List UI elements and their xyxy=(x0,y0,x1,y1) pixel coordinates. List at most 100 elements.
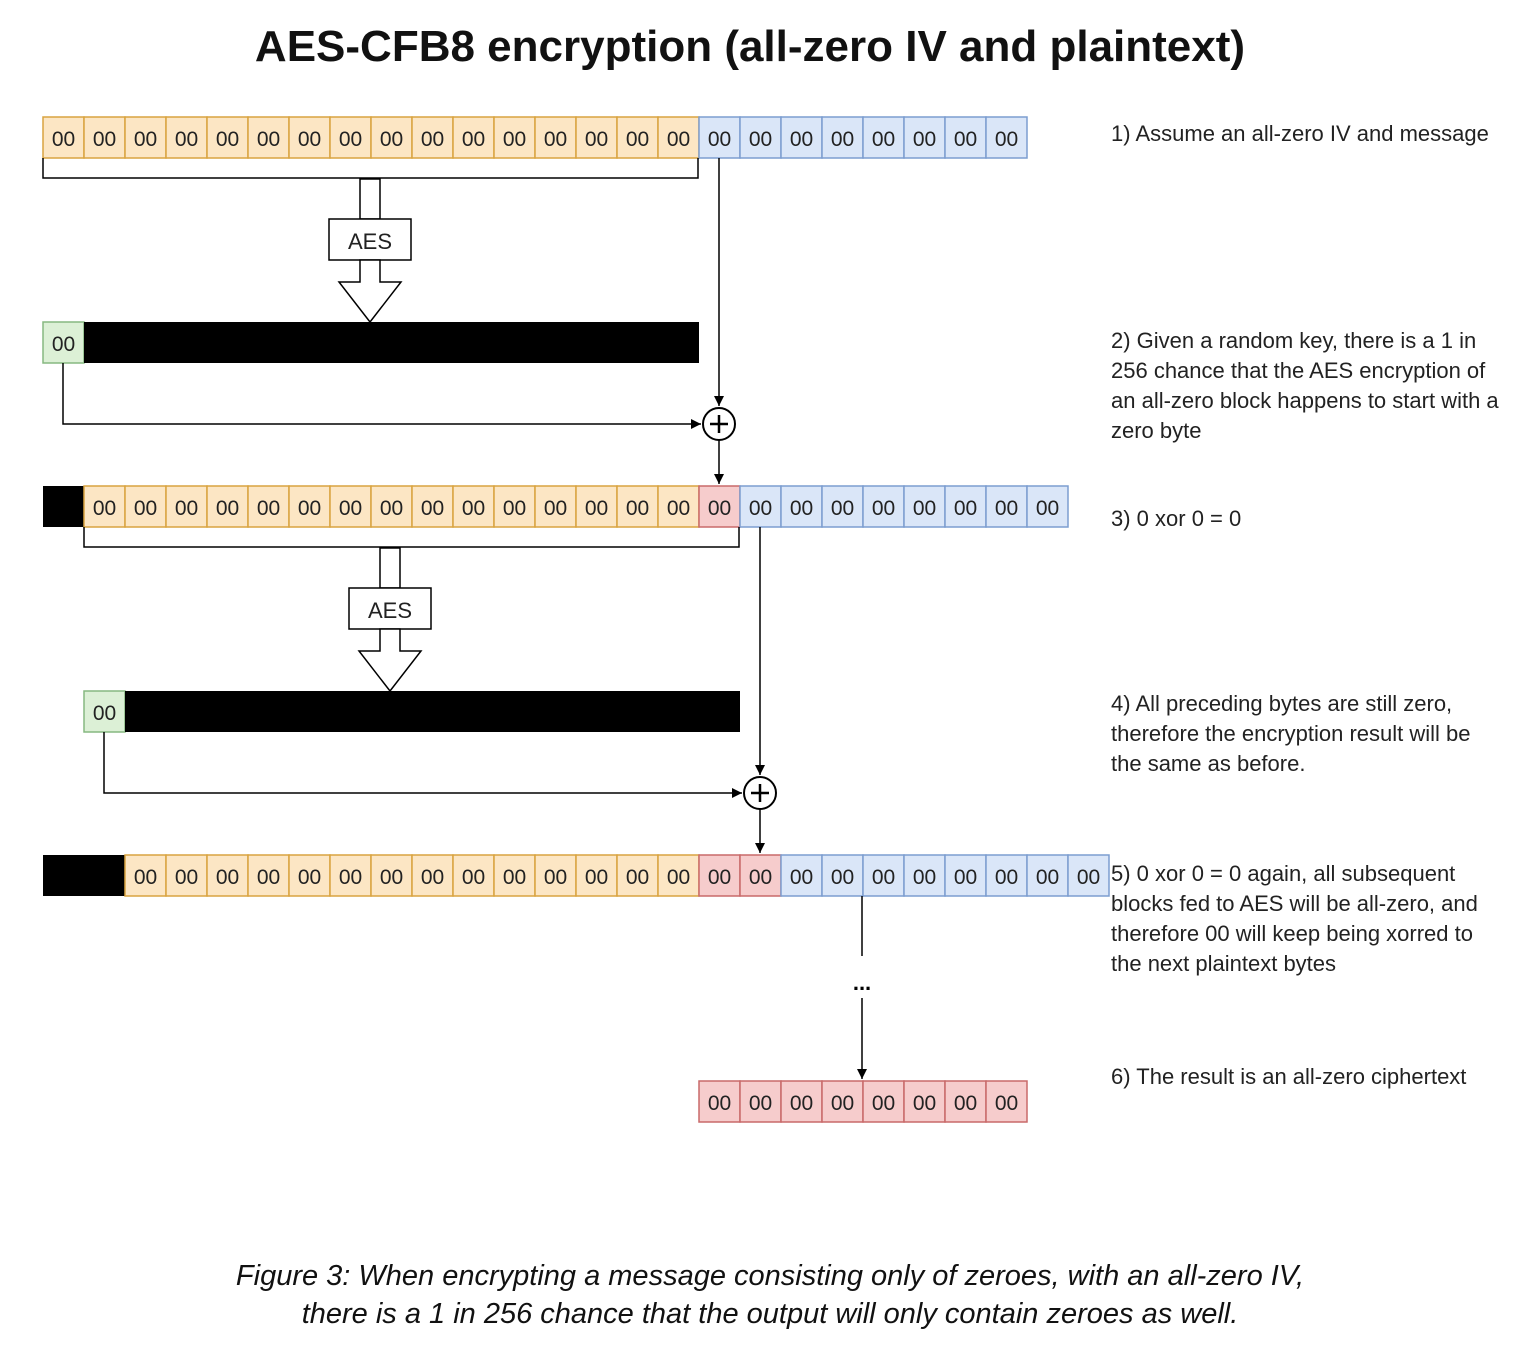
row-2-iv-byte-6-box xyxy=(329,485,372,528)
row-final-cipher-byte-7-value: 00 xyxy=(995,1092,1018,1115)
row-final-cipher-byte-7-box xyxy=(985,1080,1028,1123)
row-3-iv-byte-9-box xyxy=(493,854,536,897)
row-3-iv-byte-7-value: 00 xyxy=(421,866,444,889)
row-3-iv-byte-12-value: 00 xyxy=(626,866,649,889)
row-3-iv-byte-10-box xyxy=(534,854,577,897)
row-2-iv-byte-0: 00 xyxy=(83,485,126,528)
row-1-iv-byte-14-box xyxy=(616,116,659,159)
diagram-title: AES-CFB8 encryption (all-zero IV and pla… xyxy=(254,22,1246,71)
row-1-iv-byte-2-value: 00 xyxy=(134,128,157,151)
row-1-plain-byte-2-value: 00 xyxy=(790,128,813,151)
row-3-iv-byte-5: 00 xyxy=(329,854,372,897)
row-1-iv-byte-15: 00 xyxy=(657,116,700,159)
row-final-cipher-byte-6-value: 00 xyxy=(954,1092,977,1115)
row-3-plain-byte-7-box xyxy=(1067,854,1110,897)
row-2-iv-byte-12-box xyxy=(575,485,618,528)
row-2-iv-byte-13-value: 00 xyxy=(626,497,649,520)
row-1-iv-byte-11-value: 00 xyxy=(503,128,526,151)
row-1-iv-byte-0-value: 00 xyxy=(52,128,75,151)
row-3-iv-byte-8-value: 00 xyxy=(462,866,485,889)
row-1-plain-byte-7-box xyxy=(985,116,1028,159)
row-3-iv-byte-1-value: 00 xyxy=(175,866,198,889)
xor-node-2 xyxy=(743,776,777,810)
row-1-iv-byte-14-value: 00 xyxy=(626,128,649,151)
row-3-iv-byte-5-box xyxy=(329,854,372,897)
row-final-cipher-byte-4: 00 xyxy=(862,1080,905,1123)
row-final-cipher-byte-6-box xyxy=(944,1080,987,1123)
row-final-cipher-byte-6: 00 xyxy=(944,1080,987,1123)
row-1-plain-byte-7: 00 xyxy=(985,116,1028,159)
row-3-plain-byte-1-value: 00 xyxy=(831,866,854,889)
row-1-plain-byte-3: 00 xyxy=(821,116,864,159)
row-3-cipher-byte-1: 00 xyxy=(739,854,782,897)
row-3-plain-byte-0: 00 xyxy=(780,854,823,897)
row-final-cipher-byte-0: 00 xyxy=(698,1080,741,1123)
row-1-iv-byte-5-value: 00 xyxy=(257,128,280,151)
step-4-text: 4) All preceding bytes are still zero, t… xyxy=(1111,691,1471,776)
row-2-iv-byte-9: 00 xyxy=(452,485,495,528)
row-2-plain-byte-2: 00 xyxy=(821,485,864,528)
row-1-iv-byte-6: 00 xyxy=(288,116,331,159)
row-1-plain-byte-5-value: 00 xyxy=(913,128,936,151)
row-2-iv-byte-5-box xyxy=(288,485,331,528)
row-1-iv-byte-15-box xyxy=(657,116,700,159)
row-3-plain-byte-7: 00 xyxy=(1067,854,1110,897)
row-1-iv-byte-7: 00 xyxy=(329,116,372,159)
row-3-plain-byte-6-box xyxy=(1026,854,1069,897)
aes-block-2-arrow xyxy=(357,628,423,693)
row-2-iv-byte-2-value: 00 xyxy=(175,497,198,520)
row-1-iv-byte-0-box xyxy=(42,116,85,159)
row-1-plain-byte-5-box xyxy=(903,116,946,159)
row-2-iv-byte-1-box xyxy=(124,485,167,528)
row-1-iv-byte-13-value: 00 xyxy=(585,128,608,151)
row-final-cipher-byte-3-box xyxy=(821,1080,864,1123)
row-2-iv-byte-10: 00 xyxy=(493,485,536,528)
row-final-cipher-byte-1-value: 00 xyxy=(749,1092,772,1115)
row-3-plain-byte-0-value: 00 xyxy=(790,866,813,889)
row-2-plain-byte-3: 00 xyxy=(862,485,905,528)
ellipsis: ... xyxy=(853,970,871,995)
row-1-iv-byte-10-value: 00 xyxy=(462,128,485,151)
row-3-plain-byte-3-value: 00 xyxy=(913,866,936,889)
row-2-iv-byte-4: 00 xyxy=(247,485,290,528)
row-2-plain-byte-7-value: 00 xyxy=(1036,497,1059,520)
row-2-iv-byte-3-value: 00 xyxy=(216,497,239,520)
row-2-plain-byte-1: 00 xyxy=(780,485,823,528)
step-2-text: 2) Given a random key, there is a 1 in 2… xyxy=(1111,328,1499,443)
row-3-plain-byte-2: 00 xyxy=(862,854,905,897)
row-3-iv-byte-9-value: 00 xyxy=(503,866,526,889)
row-2-iv-byte-8: 00 xyxy=(411,485,454,528)
row-final-cipher-byte-1: 00 xyxy=(739,1080,782,1123)
row-3-iv-byte-13-box xyxy=(657,854,700,897)
row-3-iv-byte-4-value: 00 xyxy=(298,866,321,889)
row-2-iv-byte-4-value: 00 xyxy=(257,497,280,520)
row-2-iv-byte-4-box xyxy=(247,485,290,528)
row-1-iv-byte-3-value: 00 xyxy=(175,128,198,151)
row-2-plain-byte-6-value: 00 xyxy=(995,497,1018,520)
row-2-iv-byte-7-value: 00 xyxy=(380,497,403,520)
row-2-plain-byte-0-box xyxy=(739,485,782,528)
row-2-iv-byte-12-value: 00 xyxy=(585,497,608,520)
aes-output-2-first-byte: 00 xyxy=(83,690,126,733)
row-2-plain-byte-4-box xyxy=(903,485,946,528)
row-1-iv-byte-5-box xyxy=(247,116,290,159)
row-3-iv-byte-2-value: 00 xyxy=(216,866,239,889)
row-1-plain-byte-2: 00 xyxy=(780,116,823,159)
row-3-iv-byte-2: 00 xyxy=(206,854,249,897)
row-2-iv-byte-6: 00 xyxy=(329,485,372,528)
aes-output-2-first-byte-value: 00 xyxy=(93,702,116,725)
row-3-iv-byte-11-box xyxy=(575,854,618,897)
row-2-iv-byte-0-value: 00 xyxy=(93,497,116,520)
row-1-iv-byte-7-box xyxy=(329,116,372,159)
row-3-iv-byte-3-value: 00 xyxy=(257,866,280,889)
aes-output-1-rest xyxy=(84,322,699,363)
row-1-iv-byte-10-box xyxy=(452,116,495,159)
aes-input-bracket-1 xyxy=(42,158,699,179)
row-1-plain-byte-7-value: 00 xyxy=(995,128,1018,151)
row-2-iv-byte-8-value: 00 xyxy=(421,497,444,520)
row-2-iv-byte-10-value: 00 xyxy=(503,497,526,520)
step-5-text: 5) 0 xor 0 = 0 again, all subsequent blo… xyxy=(1111,861,1478,976)
row-2-cipher-byte-0-value: 00 xyxy=(708,497,731,520)
row-1-plain-byte-0-box xyxy=(698,116,741,159)
row-3-plain-byte-1-box xyxy=(821,854,864,897)
